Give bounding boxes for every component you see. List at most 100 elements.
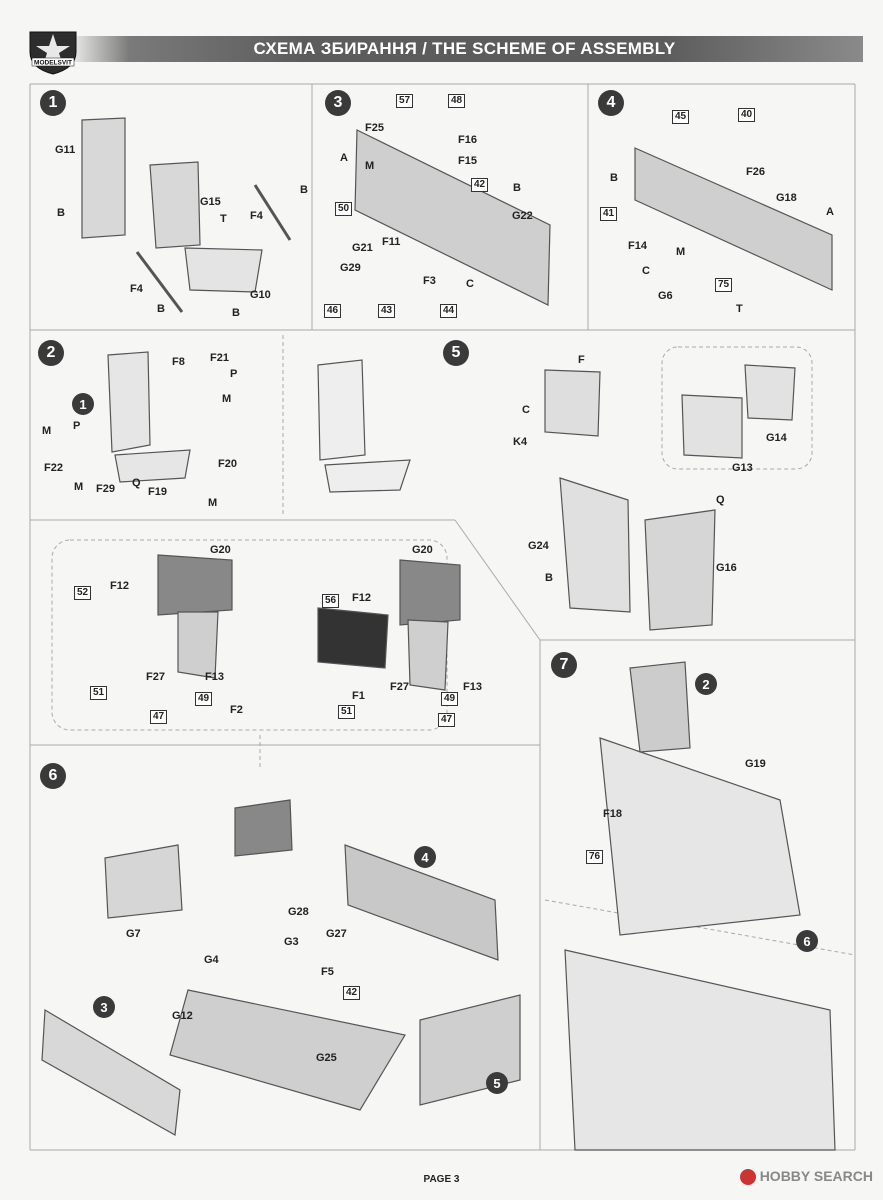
part-label: F22 <box>44 462 63 474</box>
decal-number: 51 <box>90 686 108 700</box>
part-label: G25 <box>316 1052 337 1064</box>
decal-number: 44 <box>440 304 458 318</box>
step-5-badge: 5 <box>443 340 469 366</box>
part-label: F12 <box>352 592 371 604</box>
decal-number: 49 <box>441 692 459 706</box>
part-label: F29 <box>96 483 115 495</box>
part-label: G28 <box>288 906 309 918</box>
part-label: G29 <box>340 262 361 274</box>
step-2-badge: 2 <box>38 340 64 366</box>
part-label: F11 <box>382 236 401 248</box>
part-label: F27 <box>146 671 165 683</box>
color-code: C <box>522 404 530 416</box>
decal-number: 45 <box>672 110 690 124</box>
part-label: F12 <box>110 580 129 592</box>
part-label: G21 <box>352 242 373 254</box>
page-header: СХЕМА ЗБИРАННЯ / THE SCHEME OF ASSEMBLY … <box>18 28 863 75</box>
substep-ref-badge: 1 <box>72 393 94 415</box>
svg-text:MODELSVIT: MODELSVIT <box>34 60 72 67</box>
color-code: B <box>232 307 240 319</box>
part-label: F4 <box>130 283 143 295</box>
part-label: F18 <box>603 808 622 820</box>
color-code: F <box>578 354 585 366</box>
decal-number: 47 <box>438 713 456 727</box>
part-label: G3 <box>284 936 299 948</box>
part-label: F21 <box>210 352 229 364</box>
part-label: F16 <box>458 134 477 146</box>
part-label: F5 <box>321 966 334 978</box>
part-label: G19 <box>745 758 766 770</box>
part-label: F14 <box>628 240 647 252</box>
color-code: M <box>222 393 232 405</box>
decal-number: 50 <box>335 202 353 216</box>
color-code: B <box>300 184 308 196</box>
decal-number: 76 <box>586 850 604 864</box>
decal-number: 43 <box>378 304 396 318</box>
part-label: G15 <box>200 196 221 208</box>
substep-ref-badge: 3 <box>93 996 115 1018</box>
decal-number: 51 <box>338 705 356 719</box>
color-code: T <box>736 303 743 315</box>
part-label: F26 <box>746 166 765 178</box>
part-label: G10 <box>250 289 271 301</box>
part-label: F8 <box>172 356 185 368</box>
part-label: F19 <box>148 486 167 498</box>
decal-number: 52 <box>74 586 92 600</box>
step-7-badge: 7 <box>551 652 577 678</box>
page-number: PAGE 3 <box>423 1174 460 1185</box>
decal-number: 48 <box>448 94 466 108</box>
part-label: G6 <box>658 290 673 302</box>
part-label: F1 <box>352 690 365 702</box>
step-6-badge: 6 <box>40 763 66 789</box>
step-1-badge: 1 <box>40 90 66 116</box>
color-code: A <box>340 152 348 164</box>
color-code: B <box>157 303 165 315</box>
watermark: HOBBY SEARCH <box>739 1168 873 1186</box>
decal-number: 56 <box>322 594 340 608</box>
part-label: G20 <box>412 544 433 556</box>
part-label: G12 <box>172 1010 193 1022</box>
decal-number: 40 <box>738 108 756 122</box>
decal-number: 57 <box>396 94 414 108</box>
part-label: G16 <box>716 562 737 574</box>
color-code: B <box>610 172 618 184</box>
color-code: B <box>545 572 553 584</box>
part-label: F25 <box>365 122 384 134</box>
decal-number: 75 <box>715 278 733 292</box>
substep-ref-badge: 6 <box>796 930 818 952</box>
step-3-badge: 3 <box>325 90 351 116</box>
decal-number: 42 <box>343 986 361 1000</box>
part-label: G11 <box>55 144 76 156</box>
decal-number: 49 <box>195 692 213 706</box>
part-label: F20 <box>218 458 237 470</box>
watermark-text: HOBBY SEARCH <box>759 1168 873 1184</box>
part-label: K4 <box>513 436 528 448</box>
title-bar: СХЕМА ЗБИРАННЯ / THE SCHEME OF ASSEMBLY <box>66 36 863 62</box>
part-label: F15 <box>458 155 477 167</box>
color-code: C <box>642 265 650 277</box>
step-4-badge: 4 <box>598 90 624 116</box>
part-label: F2 <box>230 704 243 716</box>
part-label: F13 <box>463 681 482 693</box>
decal-number: 42 <box>471 178 489 192</box>
color-code: P <box>73 420 81 432</box>
page-title: СХЕМА ЗБИРАННЯ / THE SCHEME OF ASSEMBLY <box>253 39 676 58</box>
part-label: F3 <box>423 275 436 287</box>
substep-ref-badge: 5 <box>486 1072 508 1094</box>
part-label: G27 <box>326 928 347 940</box>
color-code: Q <box>716 494 725 506</box>
part-label: F13 <box>205 671 224 683</box>
color-code: M <box>42 425 52 437</box>
color-code: M <box>74 481 84 493</box>
part-label: G24 <box>528 540 549 552</box>
part-label: G13 <box>732 462 753 474</box>
color-code: B <box>513 182 521 194</box>
color-code: M <box>208 497 218 509</box>
color-code: M <box>365 160 375 172</box>
part-label: G18 <box>776 192 797 204</box>
part-label: F4 <box>250 210 263 222</box>
color-code: A <box>826 206 834 218</box>
part-label: G20 <box>210 544 231 556</box>
part-label: G14 <box>766 432 787 444</box>
substep-ref-badge: 2 <box>695 673 717 695</box>
